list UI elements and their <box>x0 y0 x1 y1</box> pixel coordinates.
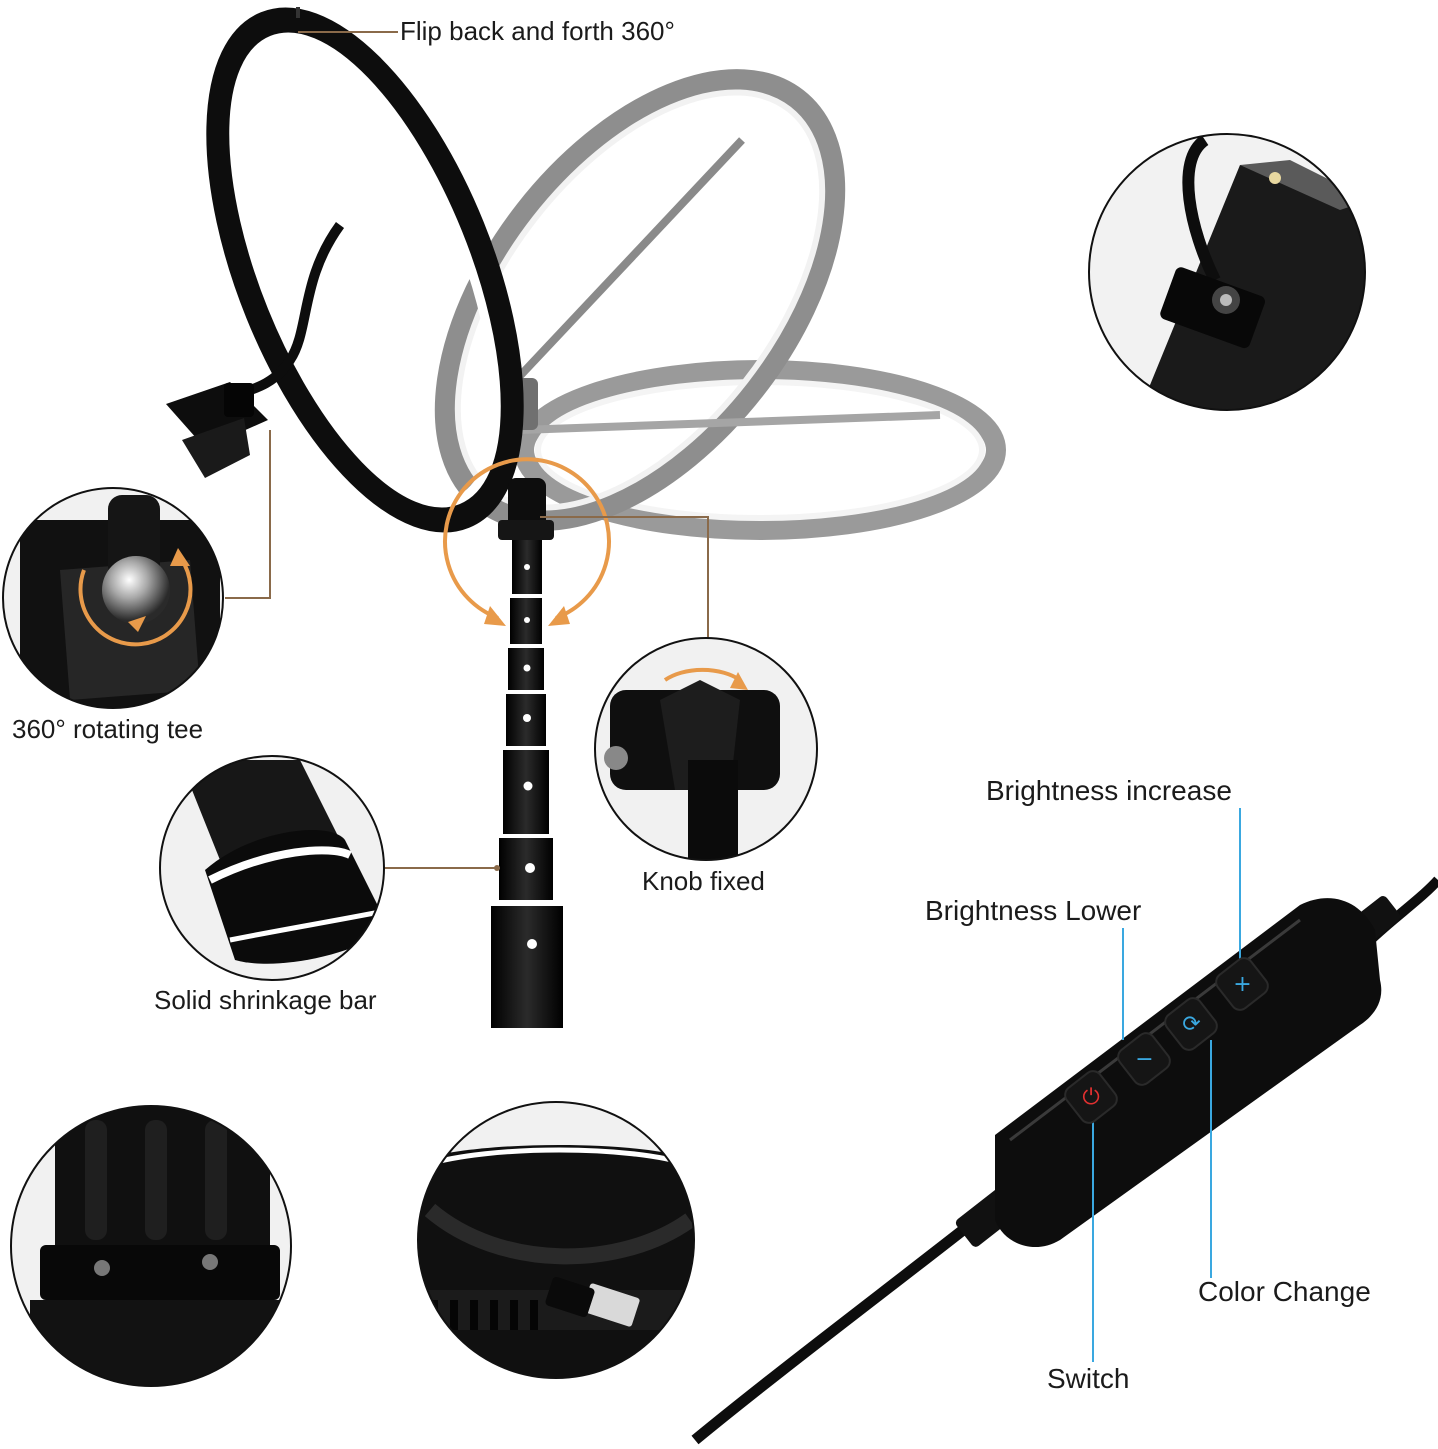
detail-tripod-lock-border <box>10 1105 292 1387</box>
detail-phone-holder <box>1089 134 1365 410</box>
detail-shrinkage-bar <box>160 756 384 980</box>
phone-clip <box>166 382 268 478</box>
ghost-ring-arm-2 <box>519 411 941 434</box>
main-ring-light <box>206 7 524 533</box>
minus-icon: − <box>1134 1046 1154 1072</box>
ring-mount-head <box>498 478 554 540</box>
label-color-change: Color Change <box>1198 1276 1371 1307</box>
telescopic-pole <box>491 540 563 1028</box>
plus-icon: + <box>1232 971 1252 997</box>
detail-phone-holder-border <box>1088 133 1366 411</box>
label-brightness-lower: Brightness Lower <box>925 895 1142 926</box>
detail-rotating-tee <box>3 488 223 708</box>
cable-bottom <box>691 1200 999 1445</box>
inline-controller <box>995 898 1382 1248</box>
label-flip: Flip back and forth 360° <box>400 16 675 46</box>
gooseneck-arm <box>233 222 345 400</box>
ghost-ring-arm <box>499 137 745 398</box>
rotation-indicator <box>443 457 611 626</box>
detail-rotating-tee-border <box>2 487 224 709</box>
detail-shrinkage-bar-border <box>159 755 385 981</box>
power-icon: ⏻ <box>1082 1084 1100 1110</box>
detail-ring-base-border <box>417 1101 695 1379</box>
label-knob-fixed: Knob fixed <box>642 866 765 896</box>
controller-callouts <box>1092 808 1241 1362</box>
detail-ring-base <box>418 1102 694 1378</box>
cycle-icon: ⟳ <box>1181 1011 1201 1037</box>
label-shrinkage-bar: Solid shrinkage bar <box>154 985 377 1015</box>
detail-knob-border <box>594 637 818 861</box>
detail-knob <box>595 638 817 860</box>
leader-lines <box>225 31 709 869</box>
label-brightness-increase: Brightness increase <box>986 775 1232 806</box>
label-rotating-tee: 360° rotating tee <box>12 714 204 744</box>
detail-tripod-lock <box>11 1106 291 1386</box>
label-switch: Switch <box>1047 1363 1130 1394</box>
leader-dot <box>494 865 500 871</box>
